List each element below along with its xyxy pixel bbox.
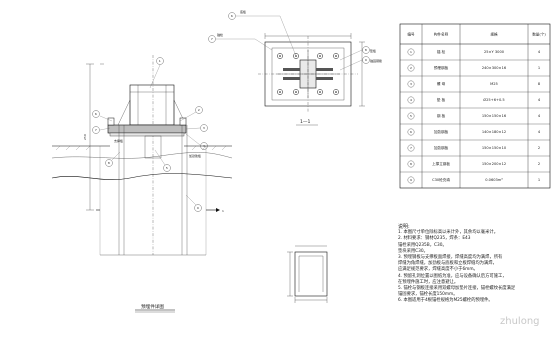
notes-heading: 说明:	[398, 224, 410, 230]
callout-left-8: 8	[105, 159, 113, 167]
svg-text:4: 4	[203, 144, 205, 148]
callout-left-7: 7	[92, 126, 100, 134]
table-cell: 7	[410, 146, 412, 150]
table-cell: 5	[410, 114, 412, 118]
table-header-cell: 数量(个)	[532, 31, 546, 36]
bracket-detail	[287, 245, 328, 303]
notes-line: 4. 预留孔洞位置以图纸为准，应与设备确认后方可施工，	[398, 273, 507, 279]
table-cell: 3	[410, 82, 412, 86]
callout-left-9: 9	[194, 204, 202, 212]
svg-text:9: 9	[365, 58, 367, 62]
callout-left-5: 5	[163, 164, 171, 172]
table-cell: 1	[410, 50, 412, 54]
table-cell: 25×Y 3000	[484, 50, 505, 54]
svg-text:5: 5	[166, 166, 168, 170]
watermark: zhulong	[500, 316, 540, 327]
table-cell: 240×300×16	[482, 66, 507, 70]
table-cell: 6	[410, 130, 412, 134]
table-cell: Ø25+6+0.5	[483, 97, 504, 102]
table-header-cell: 构件名称	[434, 31, 449, 36]
table-cell: 钢 板	[437, 113, 446, 118]
plan-view-title: 1—1	[300, 119, 311, 125]
notes-line: 垫块采用C30。	[398, 248, 428, 254]
table-cell: 1	[538, 178, 540, 182]
table-cell: 2	[538, 146, 540, 150]
table-cell: 上撑立钢板	[432, 161, 450, 166]
table-cell: 预埋钢板	[434, 65, 449, 70]
table-cell: 4	[538, 98, 541, 102]
notes-line: 3. 预埋钢板与支撑板面焊接，焊缝高度均为满焊，所有	[398, 255, 503, 261]
notes-line: 在预埋件施工时，应注意避让。	[398, 279, 459, 285]
notes-line: 锚栓采用Q235B，C30。	[398, 242, 447, 248]
general-notes: 说明: 1. 本图尺寸单位除标高以米计外，其余均以毫米计。 2. 材料要求：钢材…	[398, 224, 548, 305]
table-cell: 4	[538, 130, 541, 134]
svg-text:6: 6	[231, 14, 233, 18]
callout-top-8: 8	[362, 46, 370, 54]
callout-top-7: 7	[208, 35, 216, 43]
svg-text:3: 3	[203, 126, 205, 130]
table-cell: 螺 母	[437, 81, 446, 86]
callout-left-4: 4	[200, 142, 208, 150]
table-cell: 2	[538, 162, 540, 166]
table-cell: 加劲钢板	[434, 129, 449, 134]
table-cell: 150×150×16	[482, 114, 507, 118]
callout-top-6: 6	[228, 12, 236, 20]
label-rebar: 锚固钢筋	[370, 58, 382, 63]
svg-text:2: 2	[198, 108, 200, 112]
embedded-part-elevation: 250 1 1 2 3 4 5 6 7 8 9 支撑板 加劲肋板	[51, 55, 233, 256]
notes-line: 5. 锚栓与钢板连接采用双螺母加垫片连接，锚栓螺纹长度满足	[398, 286, 516, 292]
table-cell: M25	[490, 82, 498, 86]
svg-text:6: 6	[95, 112, 97, 116]
notes-line: 6. 本图适用于4根锚栓规格为M25螺栓的预埋件。	[398, 298, 493, 304]
table-cell: 4	[410, 98, 412, 102]
table-cell: 2	[410, 66, 412, 70]
svg-text:1: 1	[159, 59, 161, 63]
materials-table: 编号 构件名称 规格 数量(个) 1 锚 栓 25×Y 3000 4 2 预埋钢板 240×300×…	[399, 23, 551, 189]
table-cell: 垫 板	[437, 97, 446, 102]
table-cell: C30砼充填	[432, 177, 450, 182]
notes-line: 应满足规范要求，焊缝高度不小于6mm。	[398, 267, 478, 273]
notes-line: 2. 材料要求：钢材Q235，焊条：E43	[398, 236, 471, 242]
svg-text:7: 7	[211, 37, 213, 41]
table-cell: 1	[538, 66, 540, 70]
callout-left-6: 6	[92, 110, 100, 118]
svg-text:9: 9	[197, 206, 199, 210]
table-cell: 4	[538, 114, 541, 118]
left-view-title: 预埋件详图	[141, 303, 164, 310]
table-cell: 锚 栓	[437, 49, 446, 54]
notes-line: 焊缝为角焊缝，加劲板与底板和立板焊缝均为满焊，	[398, 261, 497, 267]
callout-top-9: 9	[362, 56, 370, 64]
dim-left-label: 250	[83, 134, 87, 140]
notes-line: 1. 本图尺寸单位除标高以米计外，其余均以毫米计。	[398, 230, 498, 236]
table-header-cell: 规格	[490, 31, 498, 36]
svg-text:8: 8	[365, 48, 367, 52]
table-cell: 8	[410, 162, 412, 166]
table-cell: 加劲钢板	[434, 145, 449, 150]
table-cell: 4	[538, 50, 541, 54]
label-stiffener: 加劲肋板	[189, 153, 201, 158]
label-baseplate: 底板	[240, 9, 246, 14]
label-support: 支撑板	[114, 138, 123, 143]
table-cell: 150×150×10	[482, 146, 507, 150]
table-cell: 150×200×12	[482, 162, 506, 166]
table-cell: 8	[538, 82, 541, 86]
svg-text:8: 8	[108, 161, 110, 165]
svg-text:7: 7	[95, 128, 97, 132]
label-anchor: 锚栓	[217, 32, 223, 37]
callout-left-2: 2	[195, 106, 203, 114]
table-cell: 140×180×12	[482, 130, 506, 134]
table-cell: 0.0603m³	[485, 178, 503, 182]
table-cell: 9	[410, 178, 412, 182]
label-washer: 垫板	[370, 48, 376, 53]
section-mark: 1	[222, 209, 224, 213]
plan-view-1-1: 6 7 8 9 底板 锚栓 垫板 锚固钢筋	[208, 9, 382, 112]
callout-left-1: 1	[156, 57, 164, 65]
callout-left-3: 3	[200, 124, 208, 132]
notes-line: 锚固要求，锚栓长度150mm。	[398, 292, 458, 298]
table-header-cell: 编号	[407, 31, 415, 36]
